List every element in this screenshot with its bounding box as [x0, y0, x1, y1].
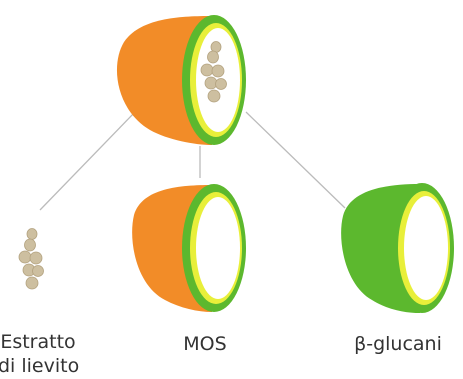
label-yeast-extract: Estratto di lievito [0, 330, 80, 378]
glucan-interior [404, 196, 448, 300]
glucan-cell-wall [341, 183, 454, 313]
label-glucans: β-glucani [354, 333, 442, 355]
mos-interior [196, 197, 240, 299]
label-yeast-extract-line2: di lievito [0, 355, 80, 377]
connector-line-glucans [245, 111, 346, 209]
mos-cell-wall [132, 184, 246, 312]
label-mos: MOS [183, 333, 227, 355]
connector-line-extract [39, 111, 136, 211]
whole-yeast-cell [116, 15, 246, 145]
label-yeast-extract-line1: Estratto [0, 331, 76, 353]
yeast-extract-icon [18, 228, 44, 290]
yeast-cells-icon [200, 41, 227, 103]
